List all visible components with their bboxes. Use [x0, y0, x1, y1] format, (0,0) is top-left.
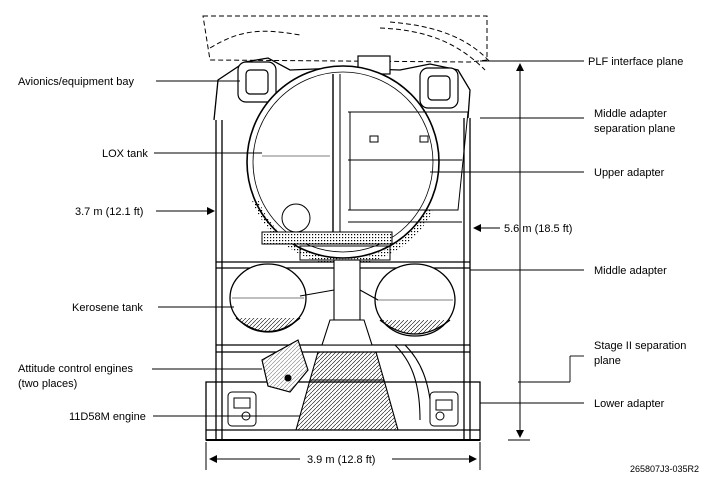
attitude-engine-shape [261, 339, 309, 393]
label-kerosene-tank: Kerosene tank [72, 302, 143, 314]
figure-id: 265807J3-035R2 [630, 464, 699, 474]
label-plf-interface: PLF interface plane [588, 56, 683, 68]
label-stage2-sep-1: Stage II separation [594, 340, 686, 352]
label-upper-adapter: Upper adapter [594, 167, 665, 179]
label-middle-sep-2: separation plane [594, 123, 675, 135]
label-stage2-sep-2: plane [594, 355, 621, 367]
dimension-lines [156, 60, 530, 470]
label-lox-tank: LOX tank [102, 148, 148, 160]
kerosene-tanks-shape [229, 263, 456, 337]
tank-ring [261, 231, 393, 261]
label-attitude-engines: Attitude control engines [18, 363, 133, 375]
label-lower-adapter: Lower adapter [594, 398, 665, 410]
label-middle-sep-1: Middle adapter [594, 108, 667, 120]
label-middle-adapter: Middle adapter [594, 265, 667, 277]
label-attitude-engines-sub: (two places) [18, 378, 77, 390]
engine-shape [295, 259, 433, 431]
avionics-pods [237, 55, 459, 109]
label-avionics-bay: Avionics/equipment bay [18, 76, 134, 88]
upper-adapter-shape [348, 111, 469, 223]
payload-fairing-outline [202, 15, 491, 71]
label-engine: 11D58M engine [69, 411, 146, 423]
label-diameter-bottom: 3.9 m (12.8 ft) [307, 454, 375, 466]
leader-lines [152, 60, 584, 417]
label-diameter-left: 3.7 m (12.1 ft) [75, 206, 143, 218]
label-height: 5.6 m (18.5 ft) [504, 223, 572, 235]
base-details [227, 391, 459, 427]
